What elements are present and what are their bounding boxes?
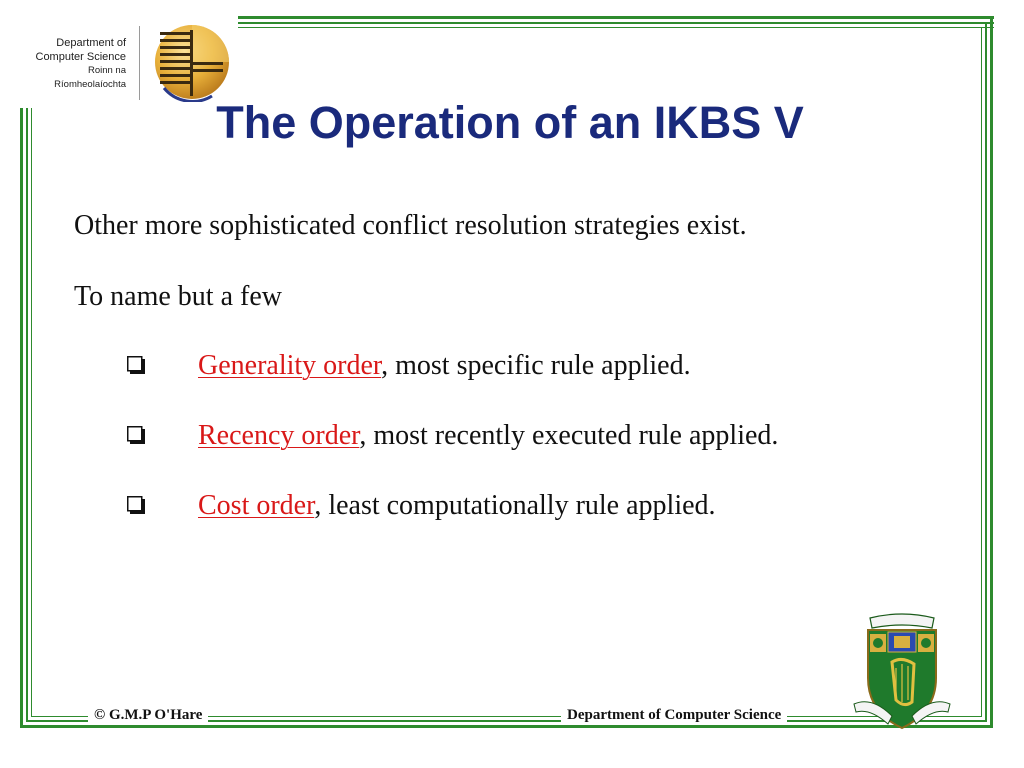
- intro-text: Other more sophisticated conflict resolu…: [74, 210, 747, 241]
- frame-right: [977, 16, 993, 728]
- bullet-description: , most recently executed rule applied.: [359, 420, 779, 451]
- department-logo-icon: [155, 25, 229, 102]
- logo-line-2: Computer Science: [35, 51, 127, 63]
- bullet-text: Cost order, least computationally rule a…: [198, 490, 716, 522]
- footer-copyright: © G.M.P O'Hare: [88, 705, 209, 725]
- bullet-term: Generality order: [198, 350, 382, 381]
- logo-line-1: Department of: [56, 37, 126, 49]
- frame-bottom: [20, 710, 993, 728]
- bullet-description: , least computationally rule applied.: [314, 490, 716, 521]
- bullet-item-cost: Cost order, least computationally rule a…: [0, 490, 960, 524]
- frame-top: [238, 16, 994, 30]
- bullet-item-generality: Generality order, most specific rule app…: [0, 350, 960, 384]
- checkbox-bullet-icon: [127, 356, 145, 374]
- bullet-term: Recency order: [198, 420, 360, 451]
- logo-line-3: Roinn na Ríomheolaíochta: [54, 65, 126, 90]
- department-logo-text: Department of Computer Science Roinn na …: [26, 36, 127, 92]
- frame-left: [20, 108, 36, 728]
- bullet-description: , most specific rule applied.: [381, 350, 691, 381]
- bullet-text: Recency order, most recently executed ru…: [198, 420, 778, 452]
- checkbox-bullet-icon: [127, 496, 145, 514]
- logo-divider: [139, 26, 140, 100]
- bullet-item-recency: Recency order, most recently executed ru…: [0, 420, 960, 454]
- slide-title: The Operation of an IKBS V: [216, 97, 804, 148]
- lead-text: To name but a few: [74, 281, 282, 312]
- university-crest-icon: [853, 613, 951, 730]
- footer-department: Department of Computer Science: [561, 705, 788, 725]
- checkbox-bullet-icon: [127, 426, 145, 444]
- bullet-text: Generality order, most specific rule app…: [198, 350, 691, 382]
- bullet-term: Cost order: [198, 490, 315, 521]
